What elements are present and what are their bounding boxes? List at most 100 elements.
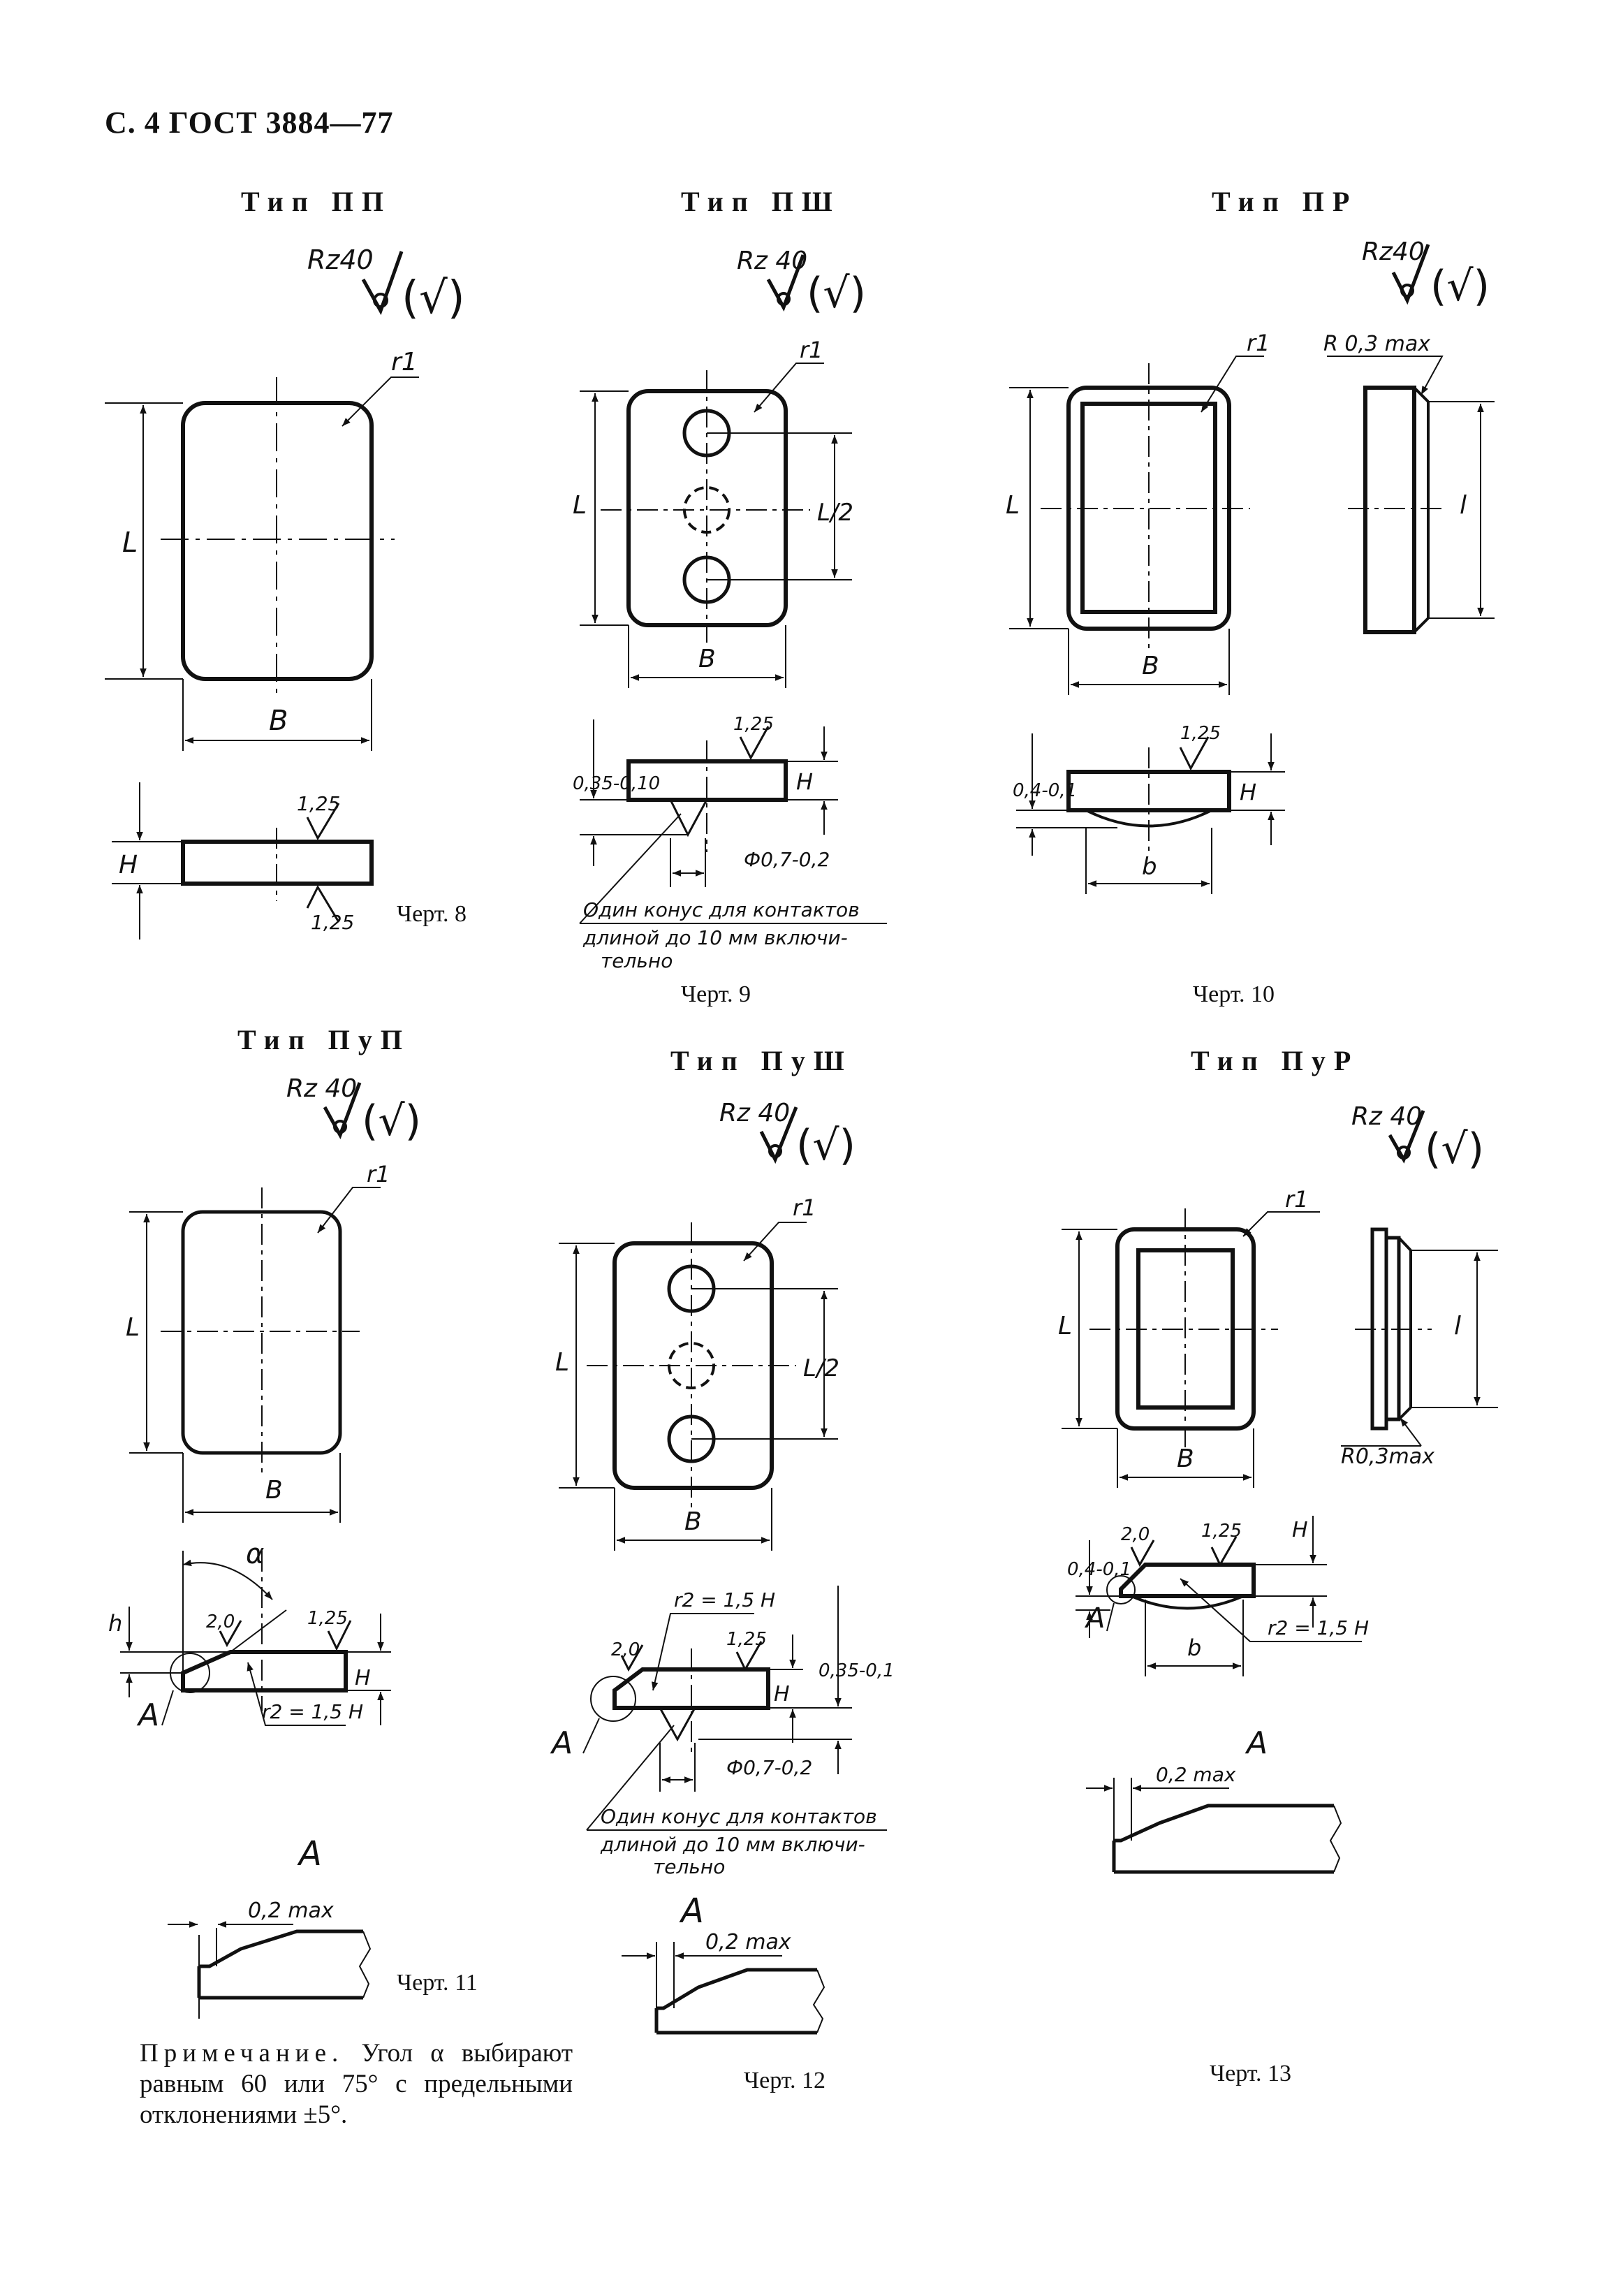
- title-type-pp: Тип ПП: [241, 186, 392, 217]
- svg-text:L: L: [555, 1348, 569, 1377]
- caption-9: Черт. 9: [681, 981, 751, 1007]
- caption-13: Черт. 13: [1210, 2061, 1292, 2086]
- title-type-pur: Тип ПуР: [1191, 1045, 1360, 1076]
- title-type-psh: Тип ПШ: [681, 186, 841, 217]
- svg-text:B: B: [269, 705, 288, 737]
- svg-text:A: A: [1245, 1725, 1268, 1761]
- drawing-11-roughness: Rz 40 (√): [286, 1074, 421, 1146]
- svg-text:A: A: [679, 1892, 704, 1931]
- svg-text:B: B: [684, 1507, 702, 1536]
- drawing-13-roughness: Rz 40 (√): [1351, 1102, 1484, 1173]
- footnote: Примечание. Угол α выбирают равным 60 ил…: [140, 2038, 573, 2130]
- title-type-pr: Тип ПР: [1212, 186, 1358, 217]
- drawing-12-roughness: Rz 40 (√): [719, 1099, 856, 1170]
- svg-text:2,0: 2,0: [611, 1639, 640, 1660]
- caption-10: Черт. 10: [1193, 981, 1275, 1007]
- svg-text:(√): (√): [796, 1121, 856, 1170]
- svg-text:L: L: [1058, 1312, 1072, 1340]
- svg-text:0,2 max: 0,2 max: [248, 1899, 334, 1923]
- svg-text:A: A: [550, 1725, 573, 1761]
- svg-text:1,25: 1,25: [297, 792, 340, 815]
- svg-text:r1: r1: [367, 1161, 390, 1187]
- drawing-12-detail-a: A 0,2 max: [622, 1892, 825, 2035]
- svg-text:α: α: [246, 1538, 264, 1570]
- caption-11: Черт. 11: [397, 1970, 478, 1996]
- svg-text:L: L: [1006, 491, 1020, 520]
- svg-text:(√): (√): [807, 269, 866, 318]
- svg-text:тельно: тельно: [601, 949, 673, 972]
- svg-text:B: B: [698, 645, 716, 673]
- caption-12: Черт. 12: [744, 2068, 826, 2093]
- note-text: Угол α выбирают равным 60 или 75° с пред…: [140, 2039, 573, 2129]
- svg-text:1,25: 1,25: [733, 714, 774, 735]
- svg-text:H: H: [796, 768, 813, 795]
- svg-text:тельно: тельно: [653, 1855, 725, 1878]
- svg-text:(√): (√): [402, 272, 465, 324]
- title-type-pup: Тип ПуП: [237, 1024, 411, 1055]
- svg-text:L: L: [573, 491, 587, 520]
- svg-text:H: H: [1240, 779, 1256, 805]
- svg-text:r1: r1: [1285, 1186, 1309, 1213]
- caption-8: Черт. 8: [397, 901, 467, 927]
- svg-text:Ф0,7-0,2: Ф0,7-0,2: [744, 848, 830, 871]
- svg-text:1,25: 1,25: [311, 911, 354, 934]
- svg-text:2,0: 2,0: [206, 1611, 235, 1632]
- svg-text:L: L: [122, 527, 138, 559]
- svg-text:1,25: 1,25: [307, 1608, 348, 1629]
- svg-text:R 0,3 max: R 0,3 max: [1323, 332, 1430, 356]
- svg-text:B: B: [1177, 1445, 1194, 1473]
- svg-text:h: h: [108, 1610, 122, 1637]
- svg-text:(√): (√): [362, 1097, 421, 1146]
- svg-text:r2 = 1,5 H: r2 = 1,5 H: [674, 1588, 775, 1611]
- drawing-12-section: A 2,0 1,25 r2 = 1,5 H H 0,35-0,1 Ф0,7-0,…: [550, 1586, 895, 1878]
- svg-text:H: H: [774, 1682, 790, 1706]
- svg-text:1,25: 1,25: [1201, 1521, 1242, 1542]
- svg-text:0,2 max: 0,2 max: [705, 1930, 791, 1954]
- svg-text:Rz 40: Rz 40: [1351, 1102, 1422, 1131]
- note-label: Примечание.: [140, 2039, 344, 2068]
- svg-text:A: A: [297, 1834, 322, 1873]
- svg-text:длиной до 10 мм включи-: длиной до 10 мм включи-: [582, 926, 848, 949]
- drawing-11-section-view: h H α 2,0 1,25 r2 = 1,5 H A: [108, 1538, 391, 1733]
- svg-text:0,35-0,10: 0,35-0,10: [573, 773, 660, 794]
- drawing-11-detail-a: A 0,2 max: [168, 1834, 372, 2019]
- svg-text:B: B: [265, 1476, 283, 1505]
- drawing-10-roughness: Rz40 (√): [1362, 237, 1490, 311]
- drawing-10-side: [1363, 386, 1416, 634]
- svg-text:0,35-0,1: 0,35-0,1: [819, 1660, 895, 1681]
- rz-label-8: Rz40: [307, 244, 374, 275]
- svg-text:R0,3max: R0,3max: [1341, 1445, 1434, 1469]
- svg-text:H: H: [355, 1666, 371, 1690]
- svg-text:l: l: [1460, 491, 1467, 520]
- svg-text:0,4-0,1: 0,4-0,1: [1013, 780, 1077, 801]
- svg-text:L/2: L/2: [817, 499, 853, 527]
- svg-text:H: H: [1292, 1518, 1308, 1542]
- svg-text:длиной до 10 мм включи-: длиной до 10 мм включи-: [600, 1833, 865, 1856]
- drawing-8-roughness: Rz40 (√): [307, 244, 465, 324]
- svg-text:Rz 40: Rz 40: [719, 1099, 790, 1127]
- svg-text:b: b: [1187, 1635, 1201, 1661]
- drawing-9-roughness: Rz 40 (√): [737, 247, 866, 318]
- svg-text:r2 = 1,5 H: r2 = 1,5 H: [262, 1700, 363, 1723]
- drawing-13-section: A 0,4-0,1 2,0 1,25 H b r2 = 1,5 H: [1067, 1516, 1369, 1676]
- svg-text:1,25: 1,25: [726, 1629, 767, 1650]
- svg-text:1,25: 1,25: [1180, 723, 1221, 744]
- svg-text:b: b: [1142, 853, 1157, 881]
- title-type-push: Тип ПуШ: [670, 1045, 853, 1076]
- svg-text:L: L: [126, 1313, 140, 1342]
- svg-text:H: H: [119, 851, 138, 879]
- svg-text:L/2: L/2: [803, 1354, 839, 1382]
- svg-text:r1: r1: [800, 337, 823, 363]
- svg-text:l: l: [1454, 1312, 1461, 1340]
- drawing-13-detail-a: A 0,2 max: [1086, 1725, 1342, 1874]
- svg-text:A: A: [136, 1697, 159, 1733]
- svg-text:Один конус для контактов: Один конус для контактов: [583, 898, 860, 921]
- svg-text:r2 = 1,5 H: r2 = 1,5 H: [1268, 1616, 1369, 1639]
- svg-text:r1: r1: [793, 1194, 816, 1221]
- svg-text:Rz40: Rz40: [1362, 237, 1425, 266]
- svg-text:r1: r1: [391, 348, 418, 376]
- svg-text:Rz 40: Rz 40: [286, 1074, 357, 1103]
- svg-text:2,0: 2,0: [1121, 1524, 1150, 1545]
- svg-text:Ф0,7-0,2: Ф0,7-0,2: [726, 1756, 812, 1779]
